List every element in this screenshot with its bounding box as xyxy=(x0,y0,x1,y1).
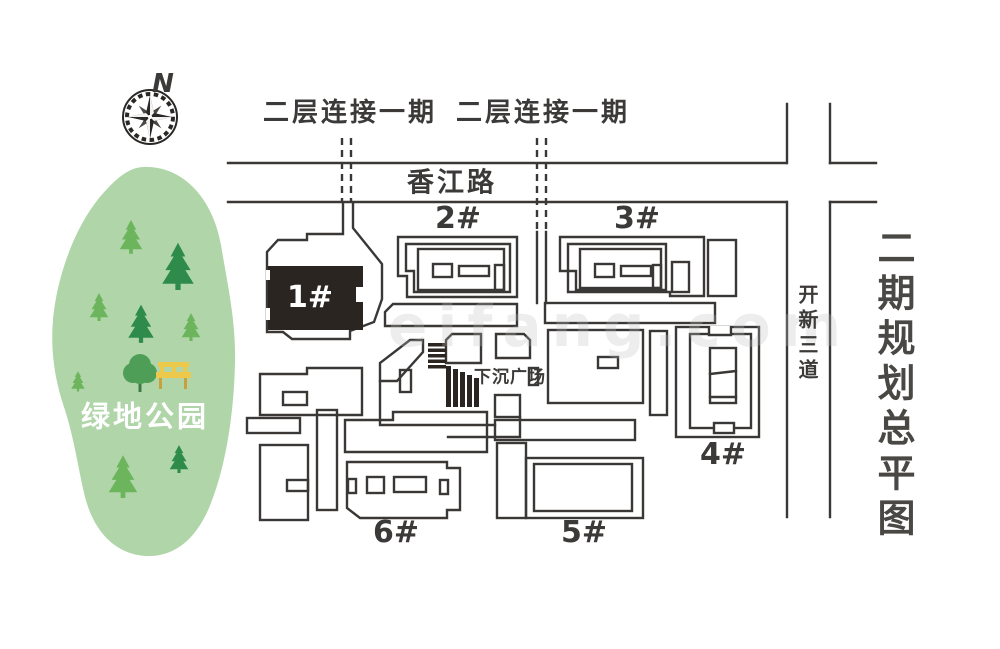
stairs-icon xyxy=(428,343,446,369)
building-5 xyxy=(493,418,645,520)
page-title: 二期规划总平图 xyxy=(871,228,915,543)
road-label-kaixin: 开新三道 xyxy=(795,284,819,384)
bar-west xyxy=(383,302,519,328)
central-block xyxy=(546,328,669,417)
west-annex-detail xyxy=(285,478,310,493)
west-middle-annex-2 xyxy=(245,416,302,435)
phase-connectors xyxy=(340,138,548,305)
building-6-label: 6# xyxy=(372,515,420,550)
plaza-north-pavilion xyxy=(444,332,483,365)
plaza-label: 下沉广场 xyxy=(474,367,546,388)
building-6-detail xyxy=(438,478,450,496)
building-4 xyxy=(674,325,761,439)
building-4-bottom-notch xyxy=(712,421,736,435)
building-6 xyxy=(258,408,489,522)
building-4-top-notch xyxy=(707,326,733,337)
building-3-east-annex xyxy=(706,238,738,298)
building-5-inner xyxy=(532,462,634,513)
building-4-tower xyxy=(708,346,738,405)
central-building-detail xyxy=(596,355,620,370)
central-bars xyxy=(383,301,717,328)
building-5-outline xyxy=(524,456,645,520)
round-tree-icon xyxy=(123,354,157,392)
building-2-detail xyxy=(457,264,491,278)
roads xyxy=(226,102,878,519)
building-3 xyxy=(558,235,738,298)
building-2-detail xyxy=(431,262,454,279)
connector-dashed-right xyxy=(535,138,548,232)
plaza-detail xyxy=(398,368,413,394)
building-5-west-wing xyxy=(495,441,528,520)
central-building xyxy=(546,328,645,405)
bar-east xyxy=(543,301,717,325)
building-6-slim-tower xyxy=(315,408,339,512)
plaza-northeast-pavilion xyxy=(494,332,532,360)
road-xiangjiang-lines xyxy=(226,161,878,204)
building-1-notch xyxy=(266,308,270,320)
west-middle-outline xyxy=(258,366,364,417)
building-4-tower-lines xyxy=(708,369,738,399)
plaza-detail xyxy=(493,393,522,419)
building-3-wing-detail xyxy=(670,260,691,294)
sunken-plaza xyxy=(378,332,540,439)
road-label-xiangjiang: 香江路 xyxy=(407,167,497,199)
building-2-outline xyxy=(396,235,519,299)
west-middle-detail xyxy=(281,390,309,407)
watermark: eifang.com xyxy=(388,292,852,360)
building-1-block xyxy=(268,266,363,330)
connector-label-right: 二层连接一期 xyxy=(455,98,631,128)
building-2-inner-outline xyxy=(404,242,512,294)
building-1 xyxy=(265,201,384,341)
building-2-detail xyxy=(493,263,506,292)
building-1-notch xyxy=(266,270,270,280)
building-3-detail xyxy=(651,263,663,290)
plaza-detail xyxy=(527,366,540,387)
bench-icon xyxy=(156,362,191,389)
building-3-detail xyxy=(593,262,616,279)
compass-icon xyxy=(122,89,178,145)
building-2-body xyxy=(416,247,506,292)
building-2-label: 2# xyxy=(434,201,482,236)
building-3-outline xyxy=(558,235,706,298)
building-1-outline xyxy=(265,201,384,341)
building-6-detail xyxy=(392,475,428,494)
park-label: 绿地公园 xyxy=(80,399,210,434)
connector-label-left: 二层连接一期 xyxy=(262,98,438,128)
building-6-top-bar xyxy=(343,410,489,454)
building-5-label: 5# xyxy=(560,515,608,550)
park-area xyxy=(52,166,236,557)
building-3-inner-outline xyxy=(566,242,668,292)
compass-north-label: N xyxy=(152,69,174,99)
plaza-boundary xyxy=(378,379,522,439)
road-kaixin-lines xyxy=(785,102,832,519)
connector-solid-right xyxy=(535,230,548,305)
building-6-detail xyxy=(365,475,386,495)
west-middle-annex xyxy=(245,366,364,435)
connector-dashed-left xyxy=(340,138,353,202)
building-5-top-bar xyxy=(493,418,637,442)
west-annex xyxy=(258,443,310,522)
building-1-label: 1# xyxy=(286,280,334,315)
building-4-label: 4# xyxy=(699,437,747,472)
stairs-icon xyxy=(446,366,479,407)
building-6-detail xyxy=(346,477,358,495)
building-3-label: 3# xyxy=(613,201,661,236)
building-3-detail xyxy=(619,264,653,278)
building-2 xyxy=(396,235,519,299)
slim-building xyxy=(648,329,669,417)
building-6-outline xyxy=(345,460,462,520)
